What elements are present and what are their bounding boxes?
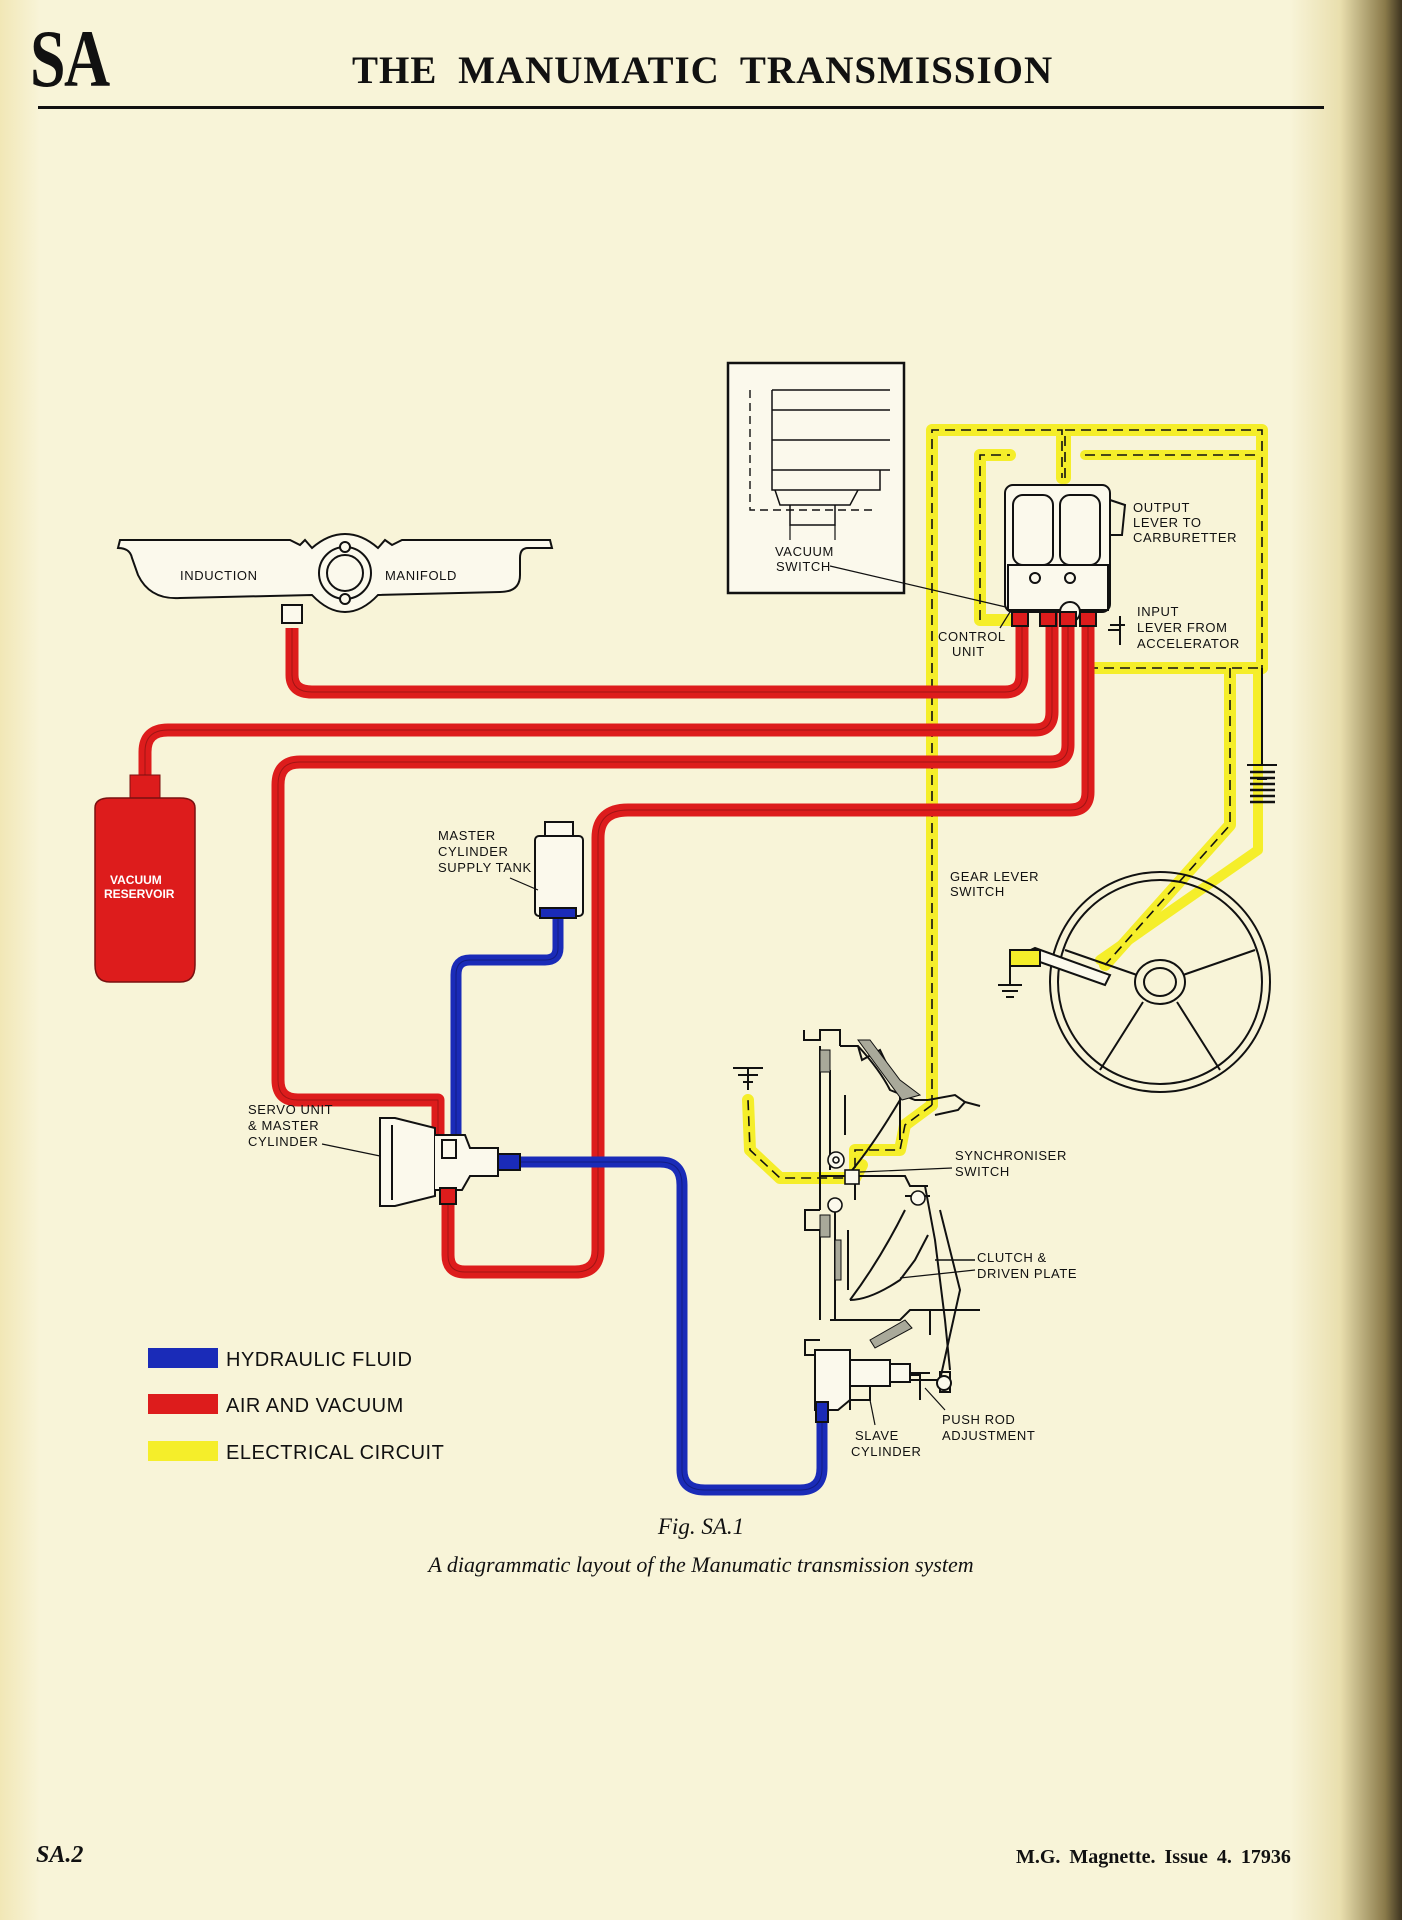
input-lever-label-3: ACCELERATOR — [1137, 636, 1240, 651]
legend-label-electrical: ELECTRICAL CIRCUIT — [226, 1442, 444, 1464]
clutch-leader — [899, 1269, 976, 1279]
push-rod-leader — [924, 1387, 946, 1411]
slave-cylinder-label-1: SLAVE — [855, 1428, 899, 1443]
control-unit-leader — [999, 611, 1011, 629]
synchroniser-label-1: SYNCHRONISER — [955, 1148, 1067, 1163]
vacuum-switch-leader — [829, 565, 1011, 609]
vacuum-switch-label-1: VACUUM — [775, 544, 834, 559]
resistor-coil — [1250, 770, 1275, 804]
output-lever-label-1: OUTPUT — [1133, 500, 1190, 515]
vacuum-reservoir-label-1: VACUUM — [110, 873, 162, 887]
push-rod-label-2: ADJUSTMENT — [942, 1428, 1035, 1443]
supply-tank-leader — [509, 877, 539, 891]
output-lever-label-2: LEVER TO — [1133, 515, 1202, 530]
legend-label-air-vacuum: AIR AND VACUUM — [226, 1395, 404, 1417]
induction-label: INDUCTION — [180, 568, 258, 583]
control-unit-label-2: UNIT — [952, 644, 985, 659]
master-cylinder-label-1: MASTER — [438, 828, 496, 843]
clutch-label-1: CLUTCH & — [977, 1250, 1047, 1265]
legend-swatch-air-vacuum — [148, 1394, 218, 1414]
legend-label-hydraulic: HYDRAULIC FLUID — [226, 1349, 412, 1371]
manifold-label: MANIFOLD — [385, 568, 457, 583]
gear-lever-switch — [1009, 946, 1112, 987]
slave-cylinder — [814, 1349, 952, 1423]
control-unit-label-1: CONTROL — [938, 629, 1006, 644]
master-cylinder-supply-tank — [534, 821, 584, 919]
page-number: SA.2 — [36, 1842, 84, 1868]
servo-label-3: CYLINDER — [248, 1134, 319, 1149]
legend-swatch-hydraulic — [148, 1348, 218, 1368]
master-cylinder-label-3: SUPPLY TANK — [438, 860, 532, 875]
air-vacuum-pipes-outline — [144, 612, 1089, 1273]
vacuum-switch-inset — [726, 361, 906, 595]
slave-cylinder-label-2: CYLINDER — [851, 1444, 922, 1459]
servo-label-2: & MASTER — [248, 1118, 319, 1133]
vacuum-reservoir-label-2: RESERVOIR — [104, 887, 175, 901]
air-vacuum-pipes — [138, 612, 1095, 1279]
figure-number: Fig. SA.1 — [657, 1514, 745, 1539]
input-lever-label-2: LEVER FROM — [1137, 620, 1228, 635]
legend-swatch-electrical — [148, 1441, 218, 1461]
master-cylinder-label-2: CYLINDER — [438, 844, 509, 859]
synchroniser-switch — [827, 1151, 926, 1213]
figure-caption: A diagrammatic layout of the Manumatic t… — [428, 1552, 974, 1577]
page-title: THE MANUMATIC TRANSMISSION — [352, 49, 1054, 92]
input-lever-label-1: INPUT — [1137, 604, 1179, 619]
clutch-housing-hatch — [819, 1039, 922, 1349]
section-code: SA — [30, 13, 110, 104]
gear-lever-label-1: GEAR LEVER — [950, 869, 1039, 884]
legend: HYDRAULIC FLUID AIR AND VACUUM ELECTRICA… — [148, 1348, 444, 1464]
header-rule — [38, 106, 1324, 109]
servo-leader — [321, 1143, 381, 1157]
push-rod-label-1: PUSH ROD — [942, 1412, 1015, 1427]
control-unit — [1004, 484, 1127, 645]
clutch-label-2: DRIVEN PLATE — [977, 1266, 1077, 1281]
synchroniser-label-2: SWITCH — [955, 1164, 1010, 1179]
servo-unit — [379, 1117, 521, 1207]
publication-info: M.G. Magnette. Issue 4. 17936 — [1016, 1846, 1291, 1868]
hydraulic-pipes — [450, 918, 828, 1496]
hydraulic-pipes-outline — [455, 918, 823, 1491]
vacuum-switch-label-2: SWITCH — [776, 559, 831, 574]
synchroniser-leader — [859, 1167, 953, 1173]
vacuum-reservoir — [94, 774, 196, 983]
servo-label-1: SERVO UNIT — [248, 1102, 333, 1117]
steering-wheel — [1049, 871, 1271, 1093]
slave-cylinder-leader — [869, 1399, 876, 1426]
output-lever-label-3: CARBURETTER — [1133, 530, 1237, 545]
gear-lever-label-2: SWITCH — [950, 884, 1005, 899]
induction-manifold — [116, 532, 554, 624]
